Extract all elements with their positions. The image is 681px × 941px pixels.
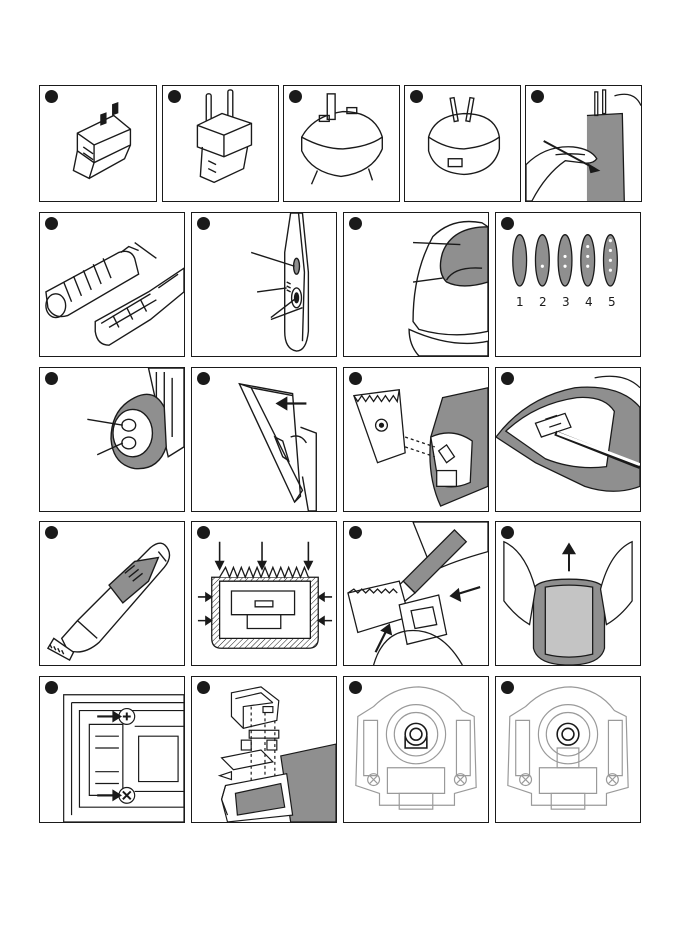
step-marker: [501, 372, 514, 385]
step-marker: [197, 372, 210, 385]
stand-icon: [344, 213, 488, 356]
battery-icon: [40, 213, 184, 356]
panel-blade-clean-brush: [495, 367, 641, 512]
step-marker: [168, 90, 181, 103]
panel-screws: [39, 676, 185, 823]
motor-icon: [496, 677, 640, 822]
step-marker: [45, 372, 58, 385]
step-marker: [531, 90, 544, 103]
panel-plug-us: [39, 85, 157, 202]
panel-motor-view-b: [495, 676, 641, 823]
panel-blade-assembly-exploded: [191, 676, 337, 823]
step-marker: [45, 217, 58, 230]
clipper-side-icon: [192, 213, 336, 356]
step-marker: [45, 681, 58, 694]
led-bars-icon: [496, 213, 640, 356]
panel-battery-pack: [39, 212, 185, 357]
step-marker: [349, 526, 362, 539]
blade-icon: [192, 368, 336, 511]
panel-housing-remove: [495, 521, 641, 666]
oil-icon: [344, 522, 488, 665]
panel-charging-stand: [343, 212, 489, 357]
blade-diagram-icon: [192, 522, 336, 665]
plug-uk-icon: [284, 86, 399, 201]
panel-plug-uk: [283, 85, 400, 202]
panel-clipper-full: [39, 521, 185, 666]
brush-icon: [496, 368, 640, 511]
step-marker: [45, 526, 58, 539]
clipper-icon: [40, 522, 184, 665]
housing-icon: [496, 522, 640, 665]
step-marker: [197, 217, 210, 230]
panel-blade-oiling: [343, 521, 489, 666]
hand-plug-icon: [526, 86, 641, 201]
panel-clipper-side-buttons: [191, 212, 337, 357]
led-label: 4: [585, 295, 593, 309]
panel-blade-remove: [343, 367, 489, 512]
panel-plug-eu: [162, 85, 279, 202]
blade-detach-icon: [344, 368, 488, 511]
panel-attach-plug: [525, 85, 642, 202]
step-marker: [501, 217, 514, 230]
led-label: 5: [608, 295, 616, 309]
panel-plug-au: [404, 85, 521, 202]
exploded-icon: [192, 677, 336, 822]
plug-au-icon: [405, 86, 520, 201]
led-label: 2: [539, 295, 547, 309]
step-marker: [289, 90, 302, 103]
screw-icon: [40, 677, 184, 822]
motor-icon: [344, 677, 488, 822]
plug-eu-icon: [163, 86, 278, 201]
panel-blade-oil-points: [191, 521, 337, 666]
clipper-back-icon: [40, 368, 184, 511]
step-marker: [197, 681, 210, 694]
step-marker: [349, 372, 362, 385]
plug-us-icon: [40, 86, 156, 201]
step-marker: [349, 681, 362, 694]
step-marker: [501, 526, 514, 539]
led-label: 1: [516, 295, 524, 309]
step-marker: [197, 526, 210, 539]
panel-clipper-back: [39, 367, 185, 512]
step-marker: [349, 217, 362, 230]
led-label: 3: [562, 295, 570, 309]
panel-motor-view-a: [343, 676, 489, 823]
panel-led-indicator: 1 2 3 4 5: [495, 212, 641, 357]
step-marker: [410, 90, 423, 103]
step-marker: [45, 90, 58, 103]
step-marker: [501, 681, 514, 694]
panel-blade-insert: [191, 367, 337, 512]
